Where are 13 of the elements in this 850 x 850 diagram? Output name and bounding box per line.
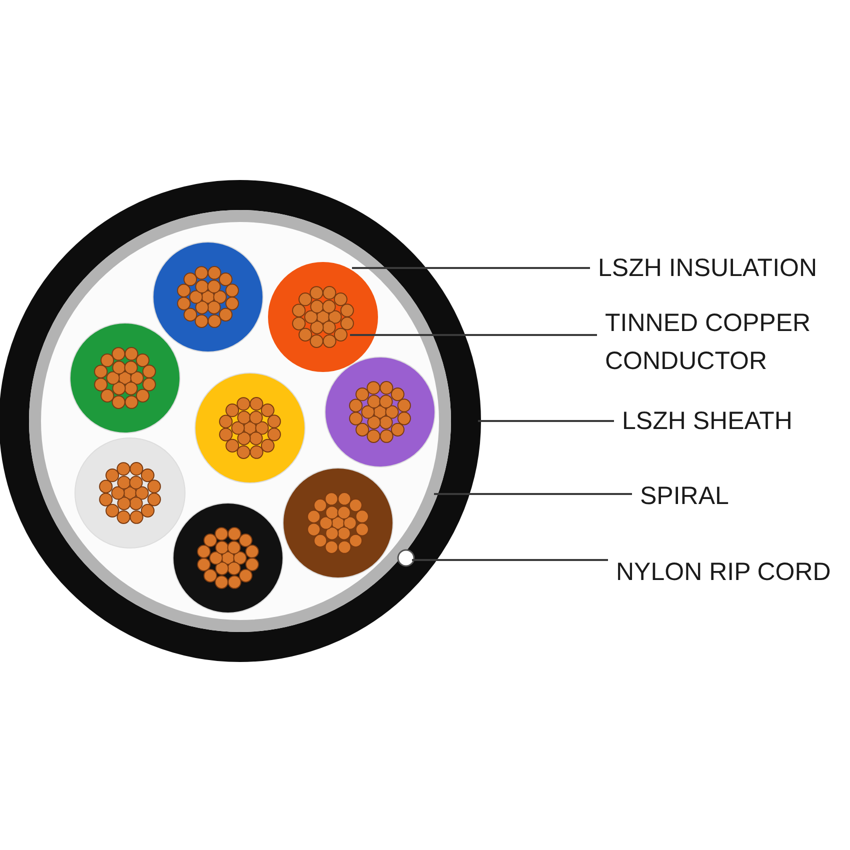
part-label: TINNED COPPER CONDUCTOR: [605, 304, 840, 380]
leader-line: [478, 420, 614, 422]
conductor-strands: [292, 286, 354, 348]
part-label: NYLON RIP CORD: [616, 553, 831, 591]
leader-line: [350, 334, 597, 336]
leader-line: [434, 493, 632, 495]
rip-cord: [397, 549, 415, 567]
part-label: LSZH INSULATION: [598, 249, 818, 287]
part-label: LSZH SHEATH: [622, 402, 792, 440]
outer-sheath-ring: [0, 180, 481, 662]
leader-line: [412, 559, 608, 561]
leader-line: [352, 267, 590, 269]
part-label: SPIRAL: [640, 477, 729, 515]
